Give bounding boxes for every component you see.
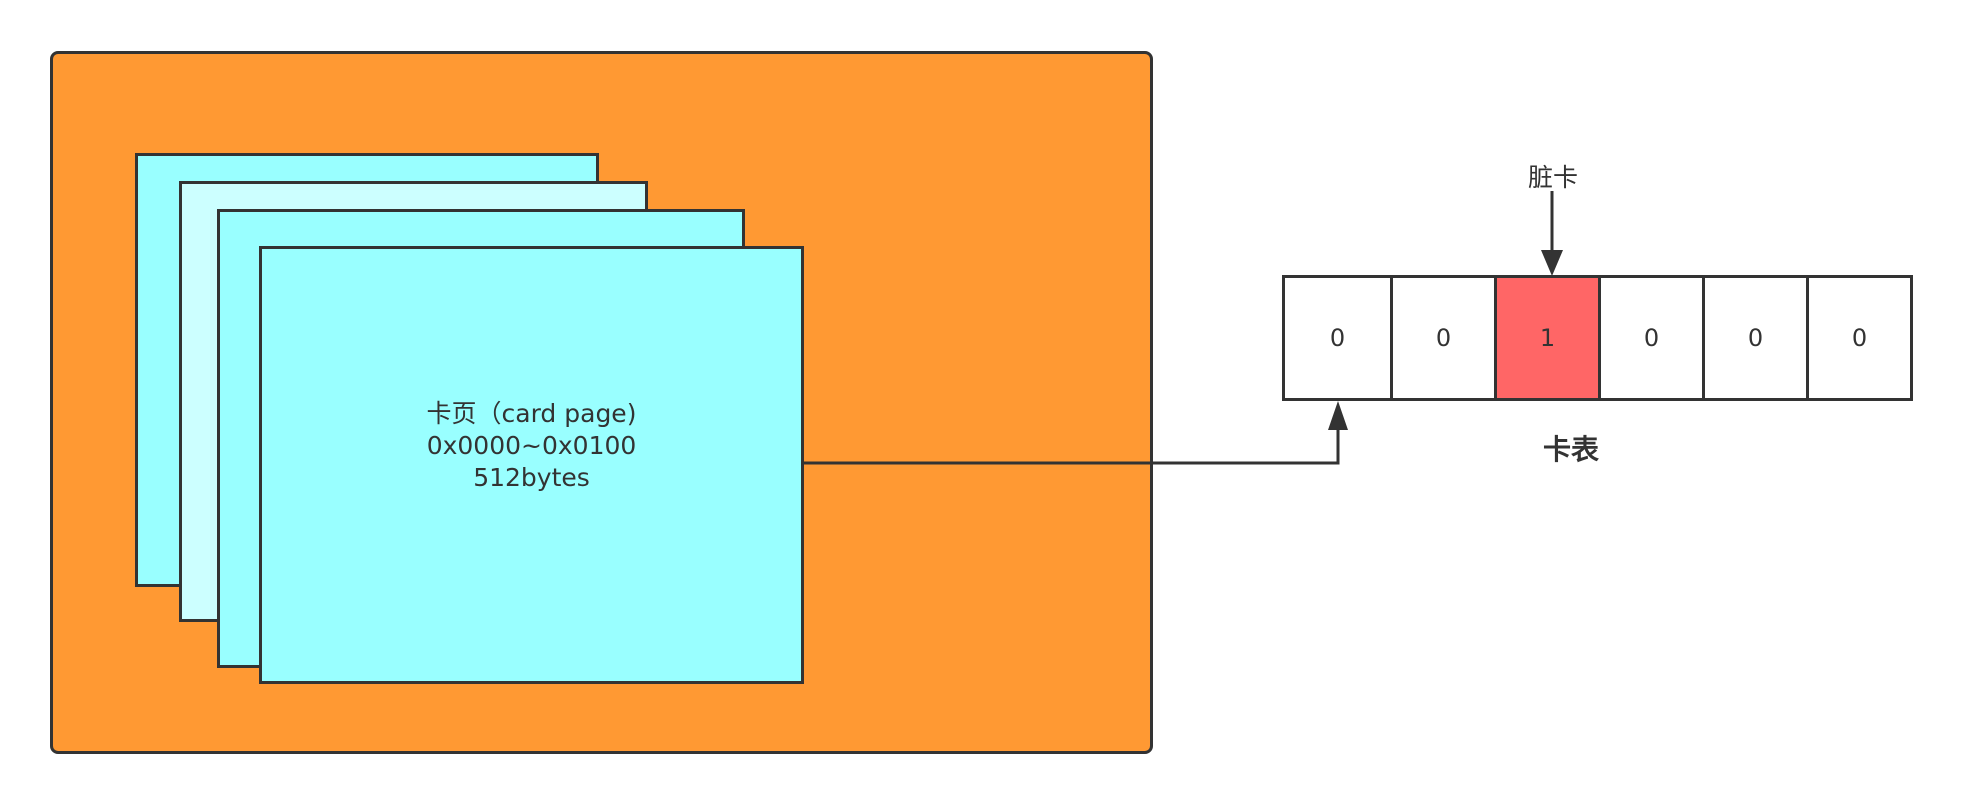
- card-cell-5: 0: [1806, 278, 1910, 398]
- card-page-size: 512bytes: [473, 463, 590, 492]
- card-cell-1: 0: [1390, 278, 1494, 398]
- card-cell-3: 0: [1598, 278, 1702, 398]
- card-cell-4: 0: [1702, 278, 1806, 398]
- card-table: 0 0 1 0 0 0: [1282, 275, 1913, 401]
- card-page-text: 卡页（card page) 0x0000~0x0100 512bytes: [427, 398, 637, 494]
- card-page-title: 卡页（card page): [426, 399, 637, 428]
- card-table-label: 卡表: [1543, 433, 1600, 466]
- card-page-address-range: 0x0000~0x0100: [426, 431, 637, 460]
- page-to-card-arrow-head: [1328, 401, 1348, 430]
- page-to-card-arrow-line: [802, 425, 1340, 465]
- dirty-card-arrow-head: [1541, 250, 1563, 276]
- card-cell-dirty: 1: [1494, 278, 1598, 398]
- card-page: 卡页（card page) 0x0000~0x0100 512bytes: [259, 246, 804, 684]
- dirty-card-label: 脏卡: [1528, 163, 1579, 192]
- card-cell-0: 0: [1285, 278, 1390, 398]
